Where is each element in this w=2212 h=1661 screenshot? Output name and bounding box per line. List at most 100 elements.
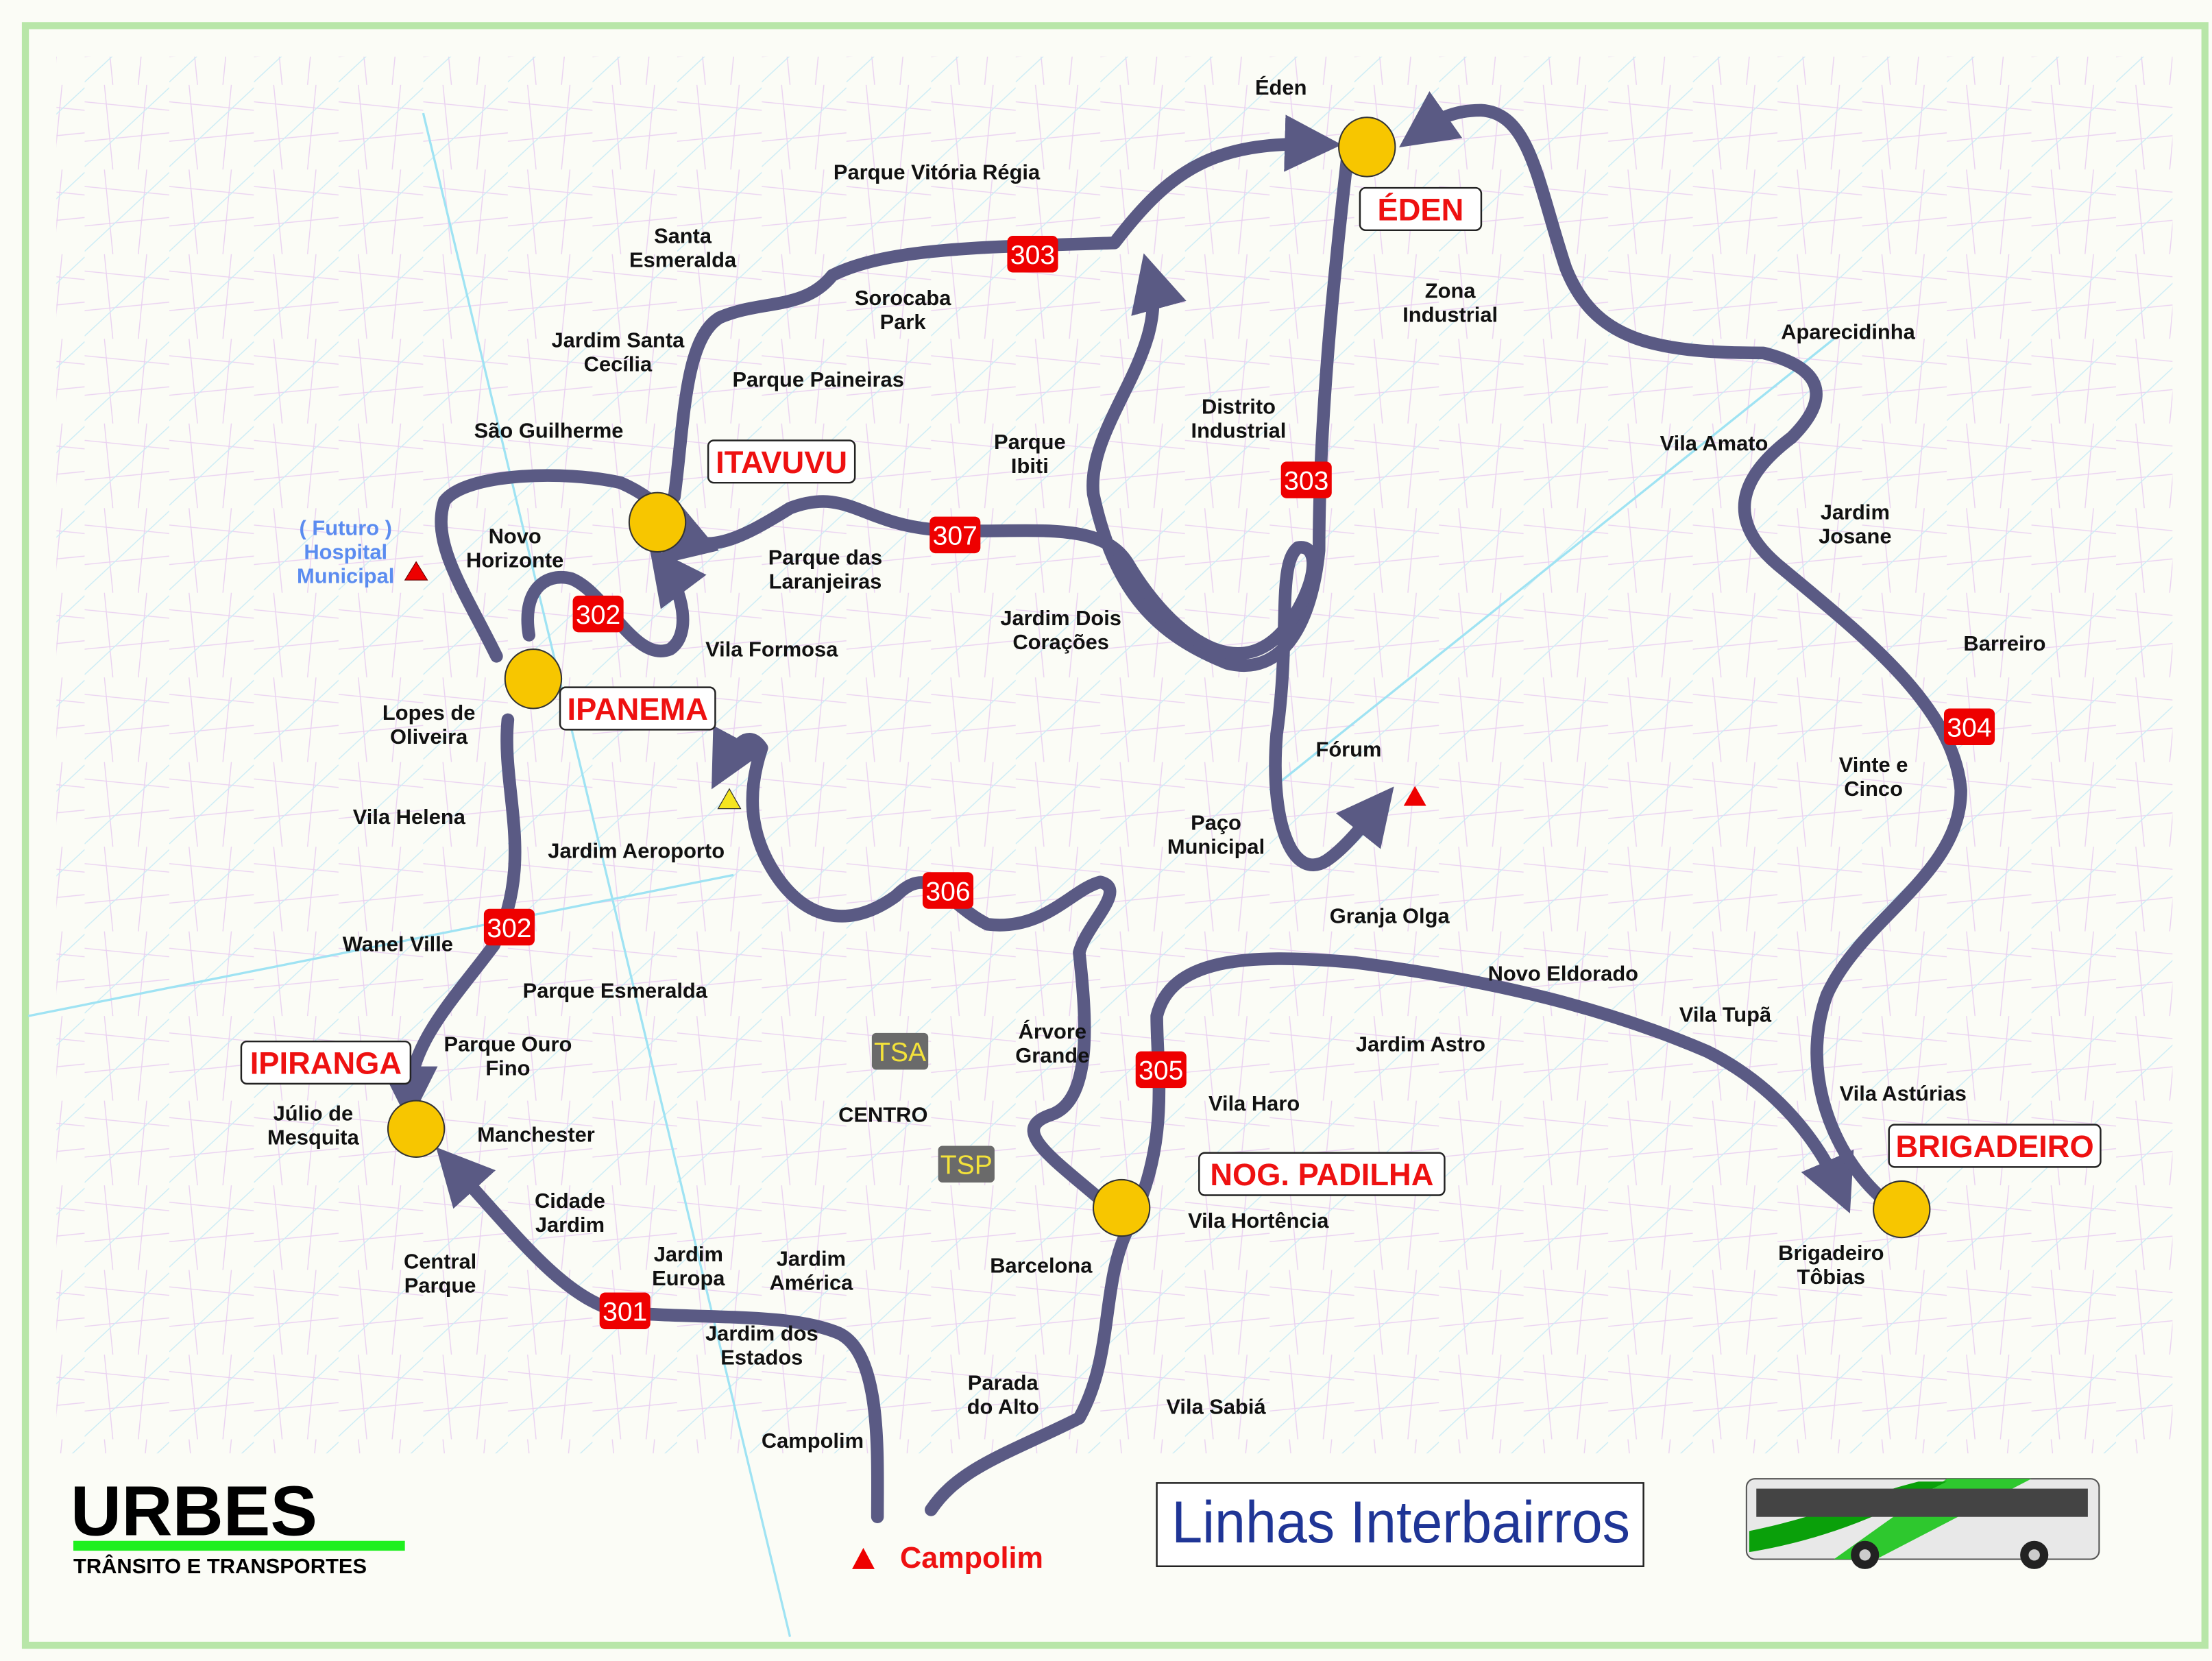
neighborhood-barcelona: Barcelona: [990, 1254, 1093, 1278]
line-badge-303[interactable]: 303: [1280, 461, 1332, 498]
neighborhood-line: Aparecidinha: [1781, 319, 1915, 343]
terminal-marker-itavuvu[interactable]: [628, 492, 687, 553]
neighborhood-aparecidinha: Aparecidinha: [1781, 319, 1915, 343]
neighborhood-line: Jardim Dois: [1000, 606, 1121, 630]
neighborhood-line: Parque Paineiras: [732, 367, 903, 391]
route-301[interactable]: [436, 1147, 884, 1523]
terminal-name: ÉDEN: [1378, 192, 1464, 227]
neighborhood-line: do Alto: [967, 1394, 1039, 1418]
line-badge-303[interactable]: 303: [1007, 236, 1058, 273]
route-303-b[interactable]: [1086, 151, 1354, 672]
neighborhood-line: Brigadeiro: [1778, 1241, 1884, 1265]
line-number-badges: 303 303 307 302 302 306 304 305 301: [483, 236, 1995, 1330]
neighborhood-line: Fino: [485, 1056, 530, 1080]
line-badge-301[interactable]: 301: [599, 1292, 651, 1330]
terminal-marker-eden[interactable]: [1338, 117, 1396, 178]
line-badge-302[interactable]: 302: [483, 908, 535, 946]
neighborhood-eden: Éden: [1255, 75, 1306, 99]
title-box: Linhas Interbairros: [1156, 1482, 1644, 1568]
bus-illustration: [1745, 1478, 2100, 1569]
neighborhood-line: Ibiti: [1011, 454, 1049, 478]
neighborhood-line: Europa: [652, 1266, 725, 1290]
neighborhood-line: Grande: [1015, 1043, 1089, 1067]
neighborhood-line: Parque Esmeralda: [523, 978, 708, 1002]
neighborhood-barreiro: Barreiro: [1963, 631, 2045, 655]
neighborhood-line: Central: [404, 1250, 476, 1274]
neighborhood-sao-guilherme: São Guilherme: [474, 418, 624, 442]
neighborhood-wanel-ville: Wanel Ville: [343, 932, 453, 956]
neighborhood-line: Cinco: [1844, 777, 1903, 801]
terminal-label-ipanema[interactable]: IPANEMA: [559, 686, 716, 731]
neighborhood-line: Jardim: [654, 1242, 723, 1266]
neighborhood-line: Paço: [1191, 810, 1241, 834]
line-badge-304[interactable]: 304: [1943, 708, 1995, 745]
route-306[interactable]: [712, 725, 1117, 1206]
neighborhood-line: Vila Astúrias: [1840, 1082, 1967, 1106]
terminal-marker-brigadeiro[interactable]: [1873, 1180, 1931, 1239]
neighborhood-line: América: [769, 1270, 853, 1294]
station-tsa[interactable]: TSA: [871, 1032, 929, 1070]
neighborhood-line: Estados: [720, 1345, 803, 1369]
map-title: Linhas Interbairros: [1171, 1490, 1630, 1555]
terminal-marker-ipanema[interactable]: [504, 648, 563, 710]
neighborhood-line: Parada: [968, 1371, 1039, 1395]
terminal-label-brigadeiro[interactable]: BRIGADEIRO: [1888, 1124, 2102, 1168]
neighborhood-line: Campolim: [762, 1429, 864, 1453]
terminal-label-ipiranga[interactable]: IPIRANGA: [240, 1040, 412, 1085]
neighborhood-line: Fórum: [1315, 737, 1381, 761]
line-badge-306[interactable]: 306: [922, 872, 974, 909]
terminal-marker-ipiranga[interactable]: [387, 1100, 446, 1158]
line-number: 306: [925, 877, 970, 906]
neighborhood-line: Mesquita: [267, 1125, 360, 1149]
route-304[interactable]: [1399, 91, 1967, 1206]
neighborhood-line: Park: [880, 310, 927, 334]
neighborhood-line: Lopes de: [382, 701, 475, 725]
neighborhood-line: Barcelona: [990, 1254, 1093, 1278]
neighborhood-line: Éden: [1255, 75, 1306, 99]
route-305[interactable]: [925, 952, 1854, 1516]
line-number: 301: [603, 1298, 647, 1327]
neighborhood-line: Distrito: [1202, 394, 1276, 418]
logo-bar: [73, 1540, 405, 1551]
neighborhood-line: Josane: [1819, 524, 1891, 548]
neighborhood-line: Laranjeiras: [769, 570, 882, 594]
terminal-label-itavuvu[interactable]: ITAVUVU: [707, 439, 856, 484]
neighborhood-vila-asturias: Vila Astúrias: [1840, 1082, 1967, 1106]
line-badge-302[interactable]: 302: [572, 595, 624, 633]
neighborhood-vila-tupa: Vila Tupã: [1679, 1002, 1772, 1026]
terminal-label-eden[interactable]: ÉDEN: [1359, 186, 1483, 232]
terminal-name: BRIGADEIRO: [1895, 1129, 2093, 1164]
neighborhood-line: Jardim: [535, 1213, 605, 1237]
line-badge-307[interactable]: 307: [929, 516, 981, 554]
station-tsp[interactable]: TSP: [938, 1145, 995, 1183]
neighborhood-line: Árvore: [1019, 1019, 1086, 1043]
neighborhood-line: Parque: [994, 430, 1066, 454]
neighborhood-line: Industrial: [1191, 418, 1287, 442]
neighborhood-jardim-astro: Jardim Astro: [1356, 1032, 1485, 1056]
neighborhood-line: Zona: [1425, 279, 1476, 303]
terminal-label-nog-padilha[interactable]: NOG. PADILHA: [1198, 1152, 1446, 1196]
line-badge-305[interactable]: 305: [1135, 1051, 1187, 1089]
neighborhood-vila-hortencia: Vila Hortência: [1188, 1209, 1329, 1233]
neighborhood-line: Vila Amato: [1660, 431, 1769, 455]
neighborhood-line: Vila Helena: [353, 805, 466, 829]
station-code: TSP: [940, 1151, 993, 1180]
main-roads: [27, 112, 1835, 1638]
route-303-a[interactable]: [668, 114, 1342, 504]
neighborhood-line: Vinte e: [1839, 753, 1908, 777]
terminal-marker-nog-padilha[interactable]: [1092, 1178, 1151, 1237]
neighborhood-line: Barreiro: [1963, 631, 2045, 655]
route-307[interactable]: [653, 495, 1394, 871]
